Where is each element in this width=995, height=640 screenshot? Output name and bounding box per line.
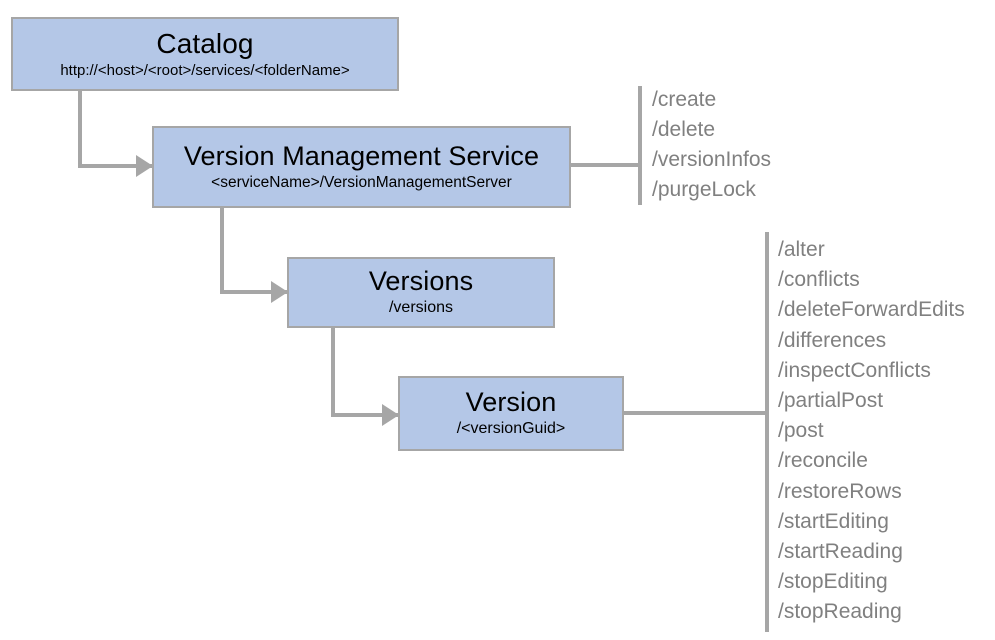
operation-item[interactable]: /partialPost [778, 389, 884, 413]
operation-item[interactable]: /reconcile [778, 449, 868, 473]
connector-service-to-operations-horizontal [571, 163, 642, 167]
node-version-subtitle: /<versionGuid> [456, 420, 566, 438]
node-versions[interactable]: Versions /versions [287, 257, 555, 328]
arrowhead-service-to-versions-icon [271, 281, 288, 303]
bracket-service-operations [638, 86, 642, 205]
arrowhead-versions-to-version-icon [382, 404, 399, 426]
operation-item[interactable]: /inspectConflicts [778, 358, 931, 382]
connector-catalog-to-service-vertical [78, 90, 82, 168]
operation-item[interactable]: /purgeLock [652, 178, 756, 201]
node-versions-title: Versions [368, 266, 474, 297]
operation-item[interactable]: /alter [778, 238, 825, 261]
operation-item[interactable]: /post [778, 419, 824, 443]
operation-item[interactable]: /stopReading [778, 600, 902, 624]
connector-catalog-to-service-horizontal [78, 164, 154, 168]
arrowhead-catalog-to-service-icon [136, 155, 153, 177]
connector-service-to-versions-horizontal [220, 290, 296, 294]
operation-item[interactable]: /differences [778, 328, 887, 352]
operation-item[interactable]: /stopEditing [778, 570, 888, 594]
connector-service-to-versions-vertical [220, 207, 224, 294]
node-catalog[interactable]: Catalog http://<host>/<root>/services/<f… [11, 17, 399, 91]
connector-version-to-operations-horizontal [624, 411, 769, 415]
operation-item[interactable]: /restoreRows [778, 479, 902, 503]
connector-versions-to-version-horizontal [331, 413, 407, 417]
service-operations-list: /create /delete /versionInfos /purgeLock [652, 85, 771, 205]
node-versions-subtitle: /versions [388, 299, 454, 317]
node-version-management-service[interactable]: Version Management Service <serviceName>… [152, 126, 571, 208]
operation-item[interactable]: /delete [652, 118, 716, 141]
node-version-management-service-subtitle: <serviceName>/VersionManagementServer [211, 174, 512, 192]
node-catalog-title: Catalog [156, 27, 254, 59]
version-operations-list: /alter /conflicts /deleteForwardEdits /d… [778, 235, 965, 628]
node-version-title: Version [465, 387, 557, 418]
bracket-version-operations [765, 232, 769, 632]
connector-versions-to-version-vertical [331, 327, 335, 417]
operation-item[interactable]: /versionInfos [652, 148, 772, 171]
node-version-management-service-title: Version Management Service [183, 141, 540, 172]
node-version[interactable]: Version /<versionGuid> [398, 376, 624, 451]
operation-item[interactable]: /deleteForwardEdits [778, 298, 965, 322]
operation-item[interactable]: /startReading [778, 540, 903, 564]
operation-item[interactable]: /create [652, 88, 717, 111]
node-catalog-subtitle: http://<host>/<root>/services/<folderNam… [60, 61, 350, 79]
operation-item[interactable]: /conflicts [778, 268, 860, 292]
operation-item[interactable]: /startEditing [778, 509, 889, 533]
